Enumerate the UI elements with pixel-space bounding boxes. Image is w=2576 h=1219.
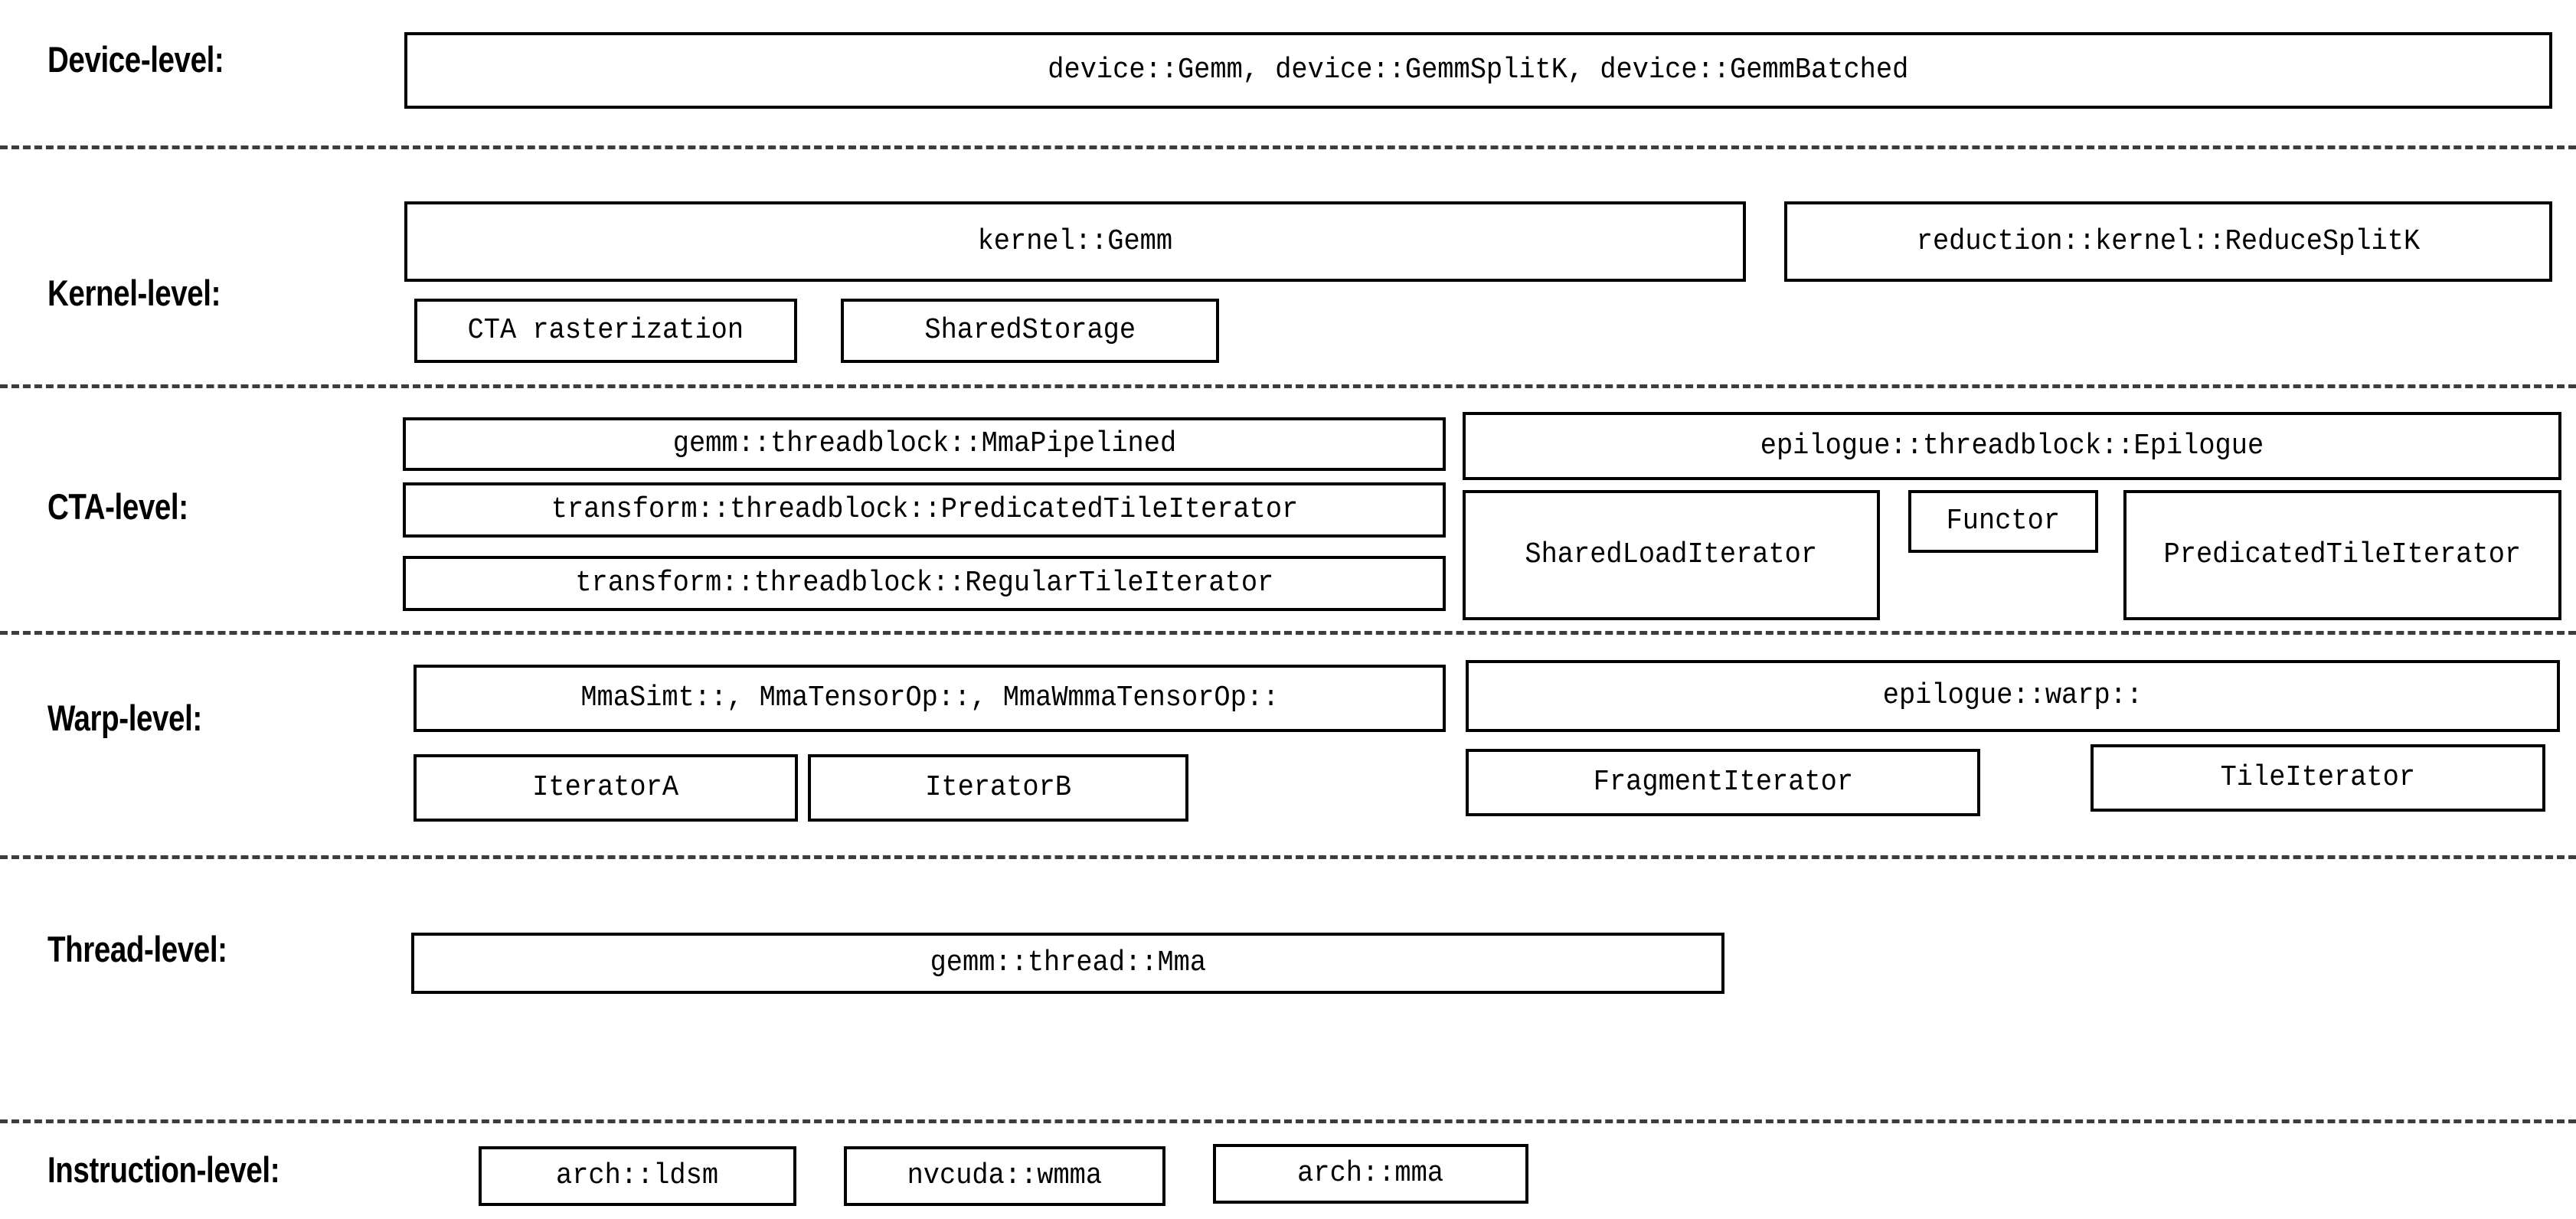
separator-device-kernel	[0, 145, 2576, 149]
box-label: gemm::thread::Mma	[930, 946, 1206, 979]
box-label: IteratorB	[925, 771, 1071, 804]
level-label-kernel: Kernel-level:	[47, 273, 221, 313]
box-label: epilogue::threadblock::Epilogue	[1760, 429, 2264, 462]
level-label-warp: Warp-level:	[47, 698, 202, 738]
box-label: Functor	[1946, 505, 2061, 538]
separator-thread-instruction	[0, 1119, 2576, 1123]
box-sharedstorage[interactable]: SharedStorage	[841, 299, 1219, 363]
box-label: reduction::kernel::ReduceSplitK	[1916, 224, 2421, 258]
box-tileiterator[interactable]: TileIterator	[2091, 744, 2545, 812]
box-arch-mma[interactable]: arch::mma	[1213, 1144, 1528, 1204]
separator-kernel-cta	[0, 384, 2576, 388]
separator-warp-thread	[0, 855, 2576, 859]
box-label: SharedLoadIterator	[1525, 538, 1818, 571]
level-label-instruction: Instruction-level:	[47, 1149, 280, 1190]
level-label-cta: CTA-level:	[47, 486, 188, 527]
box-label: transform::threadblock::RegularTileItera…	[575, 567, 1273, 600]
box-epilogue-threadblock-epilogue[interactable]: epilogue::threadblock::Epilogue	[1463, 412, 2561, 480]
box-gemm-thread-mma[interactable]: gemm::thread::Mma	[411, 933, 1724, 994]
box-label: nvcuda::wmma	[907, 1159, 1103, 1192]
box-label: gemm::threadblock::MmaPipelined	[672, 427, 1176, 460]
box-label: CTA rasterization	[467, 314, 744, 347]
box-label: kernel::Gemm	[977, 224, 1173, 258]
box-functor[interactable]: Functor	[1908, 490, 2098, 553]
box-kernel-gemm[interactable]: kernel::Gemm	[404, 201, 1746, 282]
box-warp-mma-variants[interactable]: MmaSimt::, MmaTensorOp::, MmaWmmaTensorO…	[414, 665, 1446, 732]
box-label: IteratorA	[532, 771, 679, 804]
box-label: PredicatedTileIterator	[2163, 538, 2522, 571]
box-label: device::Gemm, device::GemmSplitK, device…	[1048, 54, 1909, 87]
box-cta-rasterization[interactable]: CTA rasterization	[414, 299, 797, 363]
level-label-thread: Thread-level:	[47, 929, 227, 969]
box-label: MmaSimt::, MmaTensorOp::, MmaWmmaTensorO…	[580, 681, 1279, 714]
box-device-gemm[interactable]: device::Gemm, device::GemmSplitK, device…	[404, 32, 2552, 109]
box-epilogue-warp[interactable]: epilogue::warp::	[1466, 660, 2560, 732]
box-gemm-threadblock-mmapipelined[interactable]: gemm::threadblock::MmaPipelined	[403, 417, 1446, 471]
box-iterator-b[interactable]: IteratorB	[808, 754, 1188, 822]
box-label: arch::ldsm	[556, 1159, 719, 1192]
box-transform-threadblock-predicatedtileiterator[interactable]: transform::threadblock::PredicatedTileIt…	[403, 482, 1446, 538]
box-label: FragmentIterator	[1593, 766, 1853, 799]
box-label: transform::threadblock::PredicatedTileIt…	[551, 493, 1298, 526]
box-sharedloaditerator[interactable]: SharedLoadIterator	[1463, 490, 1880, 620]
box-fragmentiterator[interactable]: FragmentIterator	[1466, 749, 1980, 816]
box-label: epilogue::warp::	[1882, 679, 2143, 712]
separator-cta-warp	[0, 631, 2576, 635]
box-epilogue-predicatedtileiterator[interactable]: PredicatedTileIterator	[2123, 490, 2561, 620]
box-arch-ldsm[interactable]: arch::ldsm	[479, 1146, 796, 1206]
box-label: TileIterator	[2220, 761, 2416, 794]
level-label-device: Device-level:	[47, 39, 224, 80]
box-label: arch::mma	[1297, 1157, 1444, 1190]
box-transform-threadblock-regulartileiterator[interactable]: transform::threadblock::RegularTileItera…	[403, 556, 1446, 611]
box-iterator-a[interactable]: IteratorA	[414, 754, 798, 822]
box-nvcuda-wmma[interactable]: nvcuda::wmma	[844, 1146, 1165, 1206]
box-label: SharedStorage	[924, 314, 1136, 347]
box-reduction-kernel-reducesplitk[interactable]: reduction::kernel::ReduceSplitK	[1784, 201, 2552, 282]
